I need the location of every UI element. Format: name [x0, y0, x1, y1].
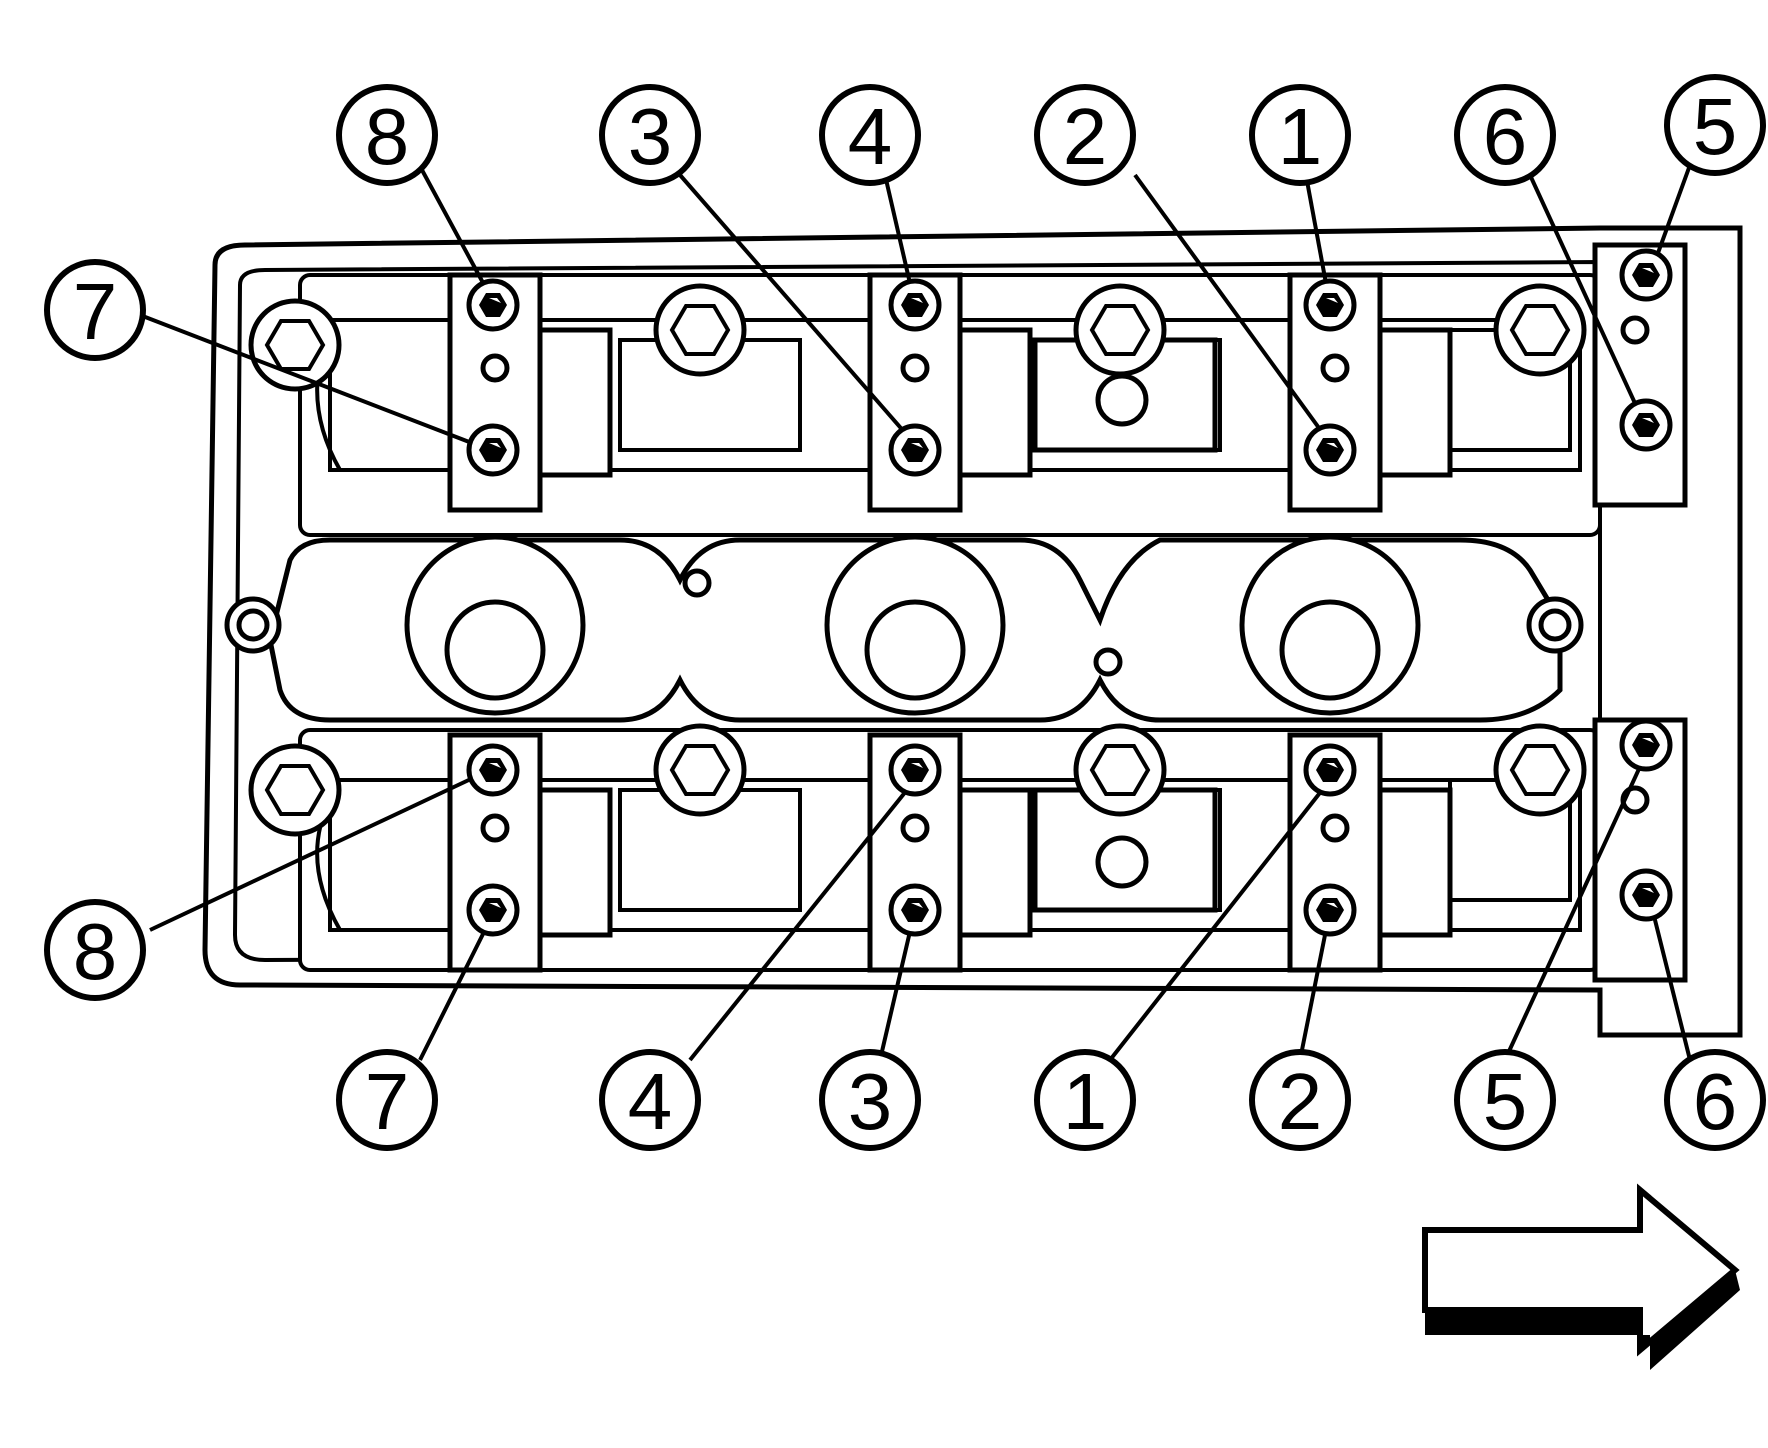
callout-bottom-4: 4	[599, 1049, 701, 1151]
svg-text:4: 4	[848, 92, 893, 181]
callout-top-8: 8	[336, 84, 438, 186]
svg-text:3: 3	[848, 1057, 893, 1146]
svg-text:7: 7	[73, 267, 118, 356]
svg-text:1: 1	[1063, 1057, 1108, 1146]
svg-text:1: 1	[1278, 92, 1323, 181]
svg-text:6: 6	[1693, 1057, 1738, 1146]
spark-plug-gallery	[224, 534, 1584, 723]
svg-text:7: 7	[365, 1057, 410, 1146]
upper-bearing-caps	[447, 242, 1688, 513]
svg-text:8: 8	[365, 92, 410, 181]
callout-top-5: 5	[1664, 74, 1766, 176]
callout-top-4: 4	[819, 84, 921, 186]
callout-bottom-2: 2	[1249, 1049, 1351, 1151]
callout-bottom-3: 3	[819, 1049, 921, 1151]
callout-bottom-6: 6	[1664, 1049, 1766, 1151]
svg-text:4: 4	[628, 1057, 673, 1146]
callout-bottom-8: 8	[44, 899, 146, 1001]
svg-text:8: 8	[73, 907, 118, 996]
svg-text:2: 2	[1063, 92, 1108, 181]
svg-text:6: 6	[1483, 92, 1528, 181]
callout-top-3: 3	[599, 84, 701, 186]
svg-text:3: 3	[628, 92, 673, 181]
callout-top-6: 6	[1454, 84, 1556, 186]
callout-top-2: 2	[1034, 84, 1136, 186]
arrow-right-icon	[1422, 1183, 1740, 1370]
callout-bottom-1: 1	[1034, 1049, 1136, 1151]
svg-text:2: 2	[1278, 1057, 1323, 1146]
svg-text:5: 5	[1483, 1057, 1528, 1146]
svg-text:5: 5	[1693, 82, 1738, 171]
callouts: 8 3 4 2 1 6 5 7 8 7 4 3 1 2 5 6	[44, 74, 1766, 1151]
callout-top-7: 7	[44, 259, 146, 361]
bolt-lower	[469, 746, 517, 794]
callout-top-1: 1	[1249, 84, 1351, 186]
bolt-upper	[469, 281, 517, 329]
callout-bottom-7: 7	[336, 1049, 438, 1151]
callout-bottom-5: 5	[1454, 1049, 1556, 1151]
